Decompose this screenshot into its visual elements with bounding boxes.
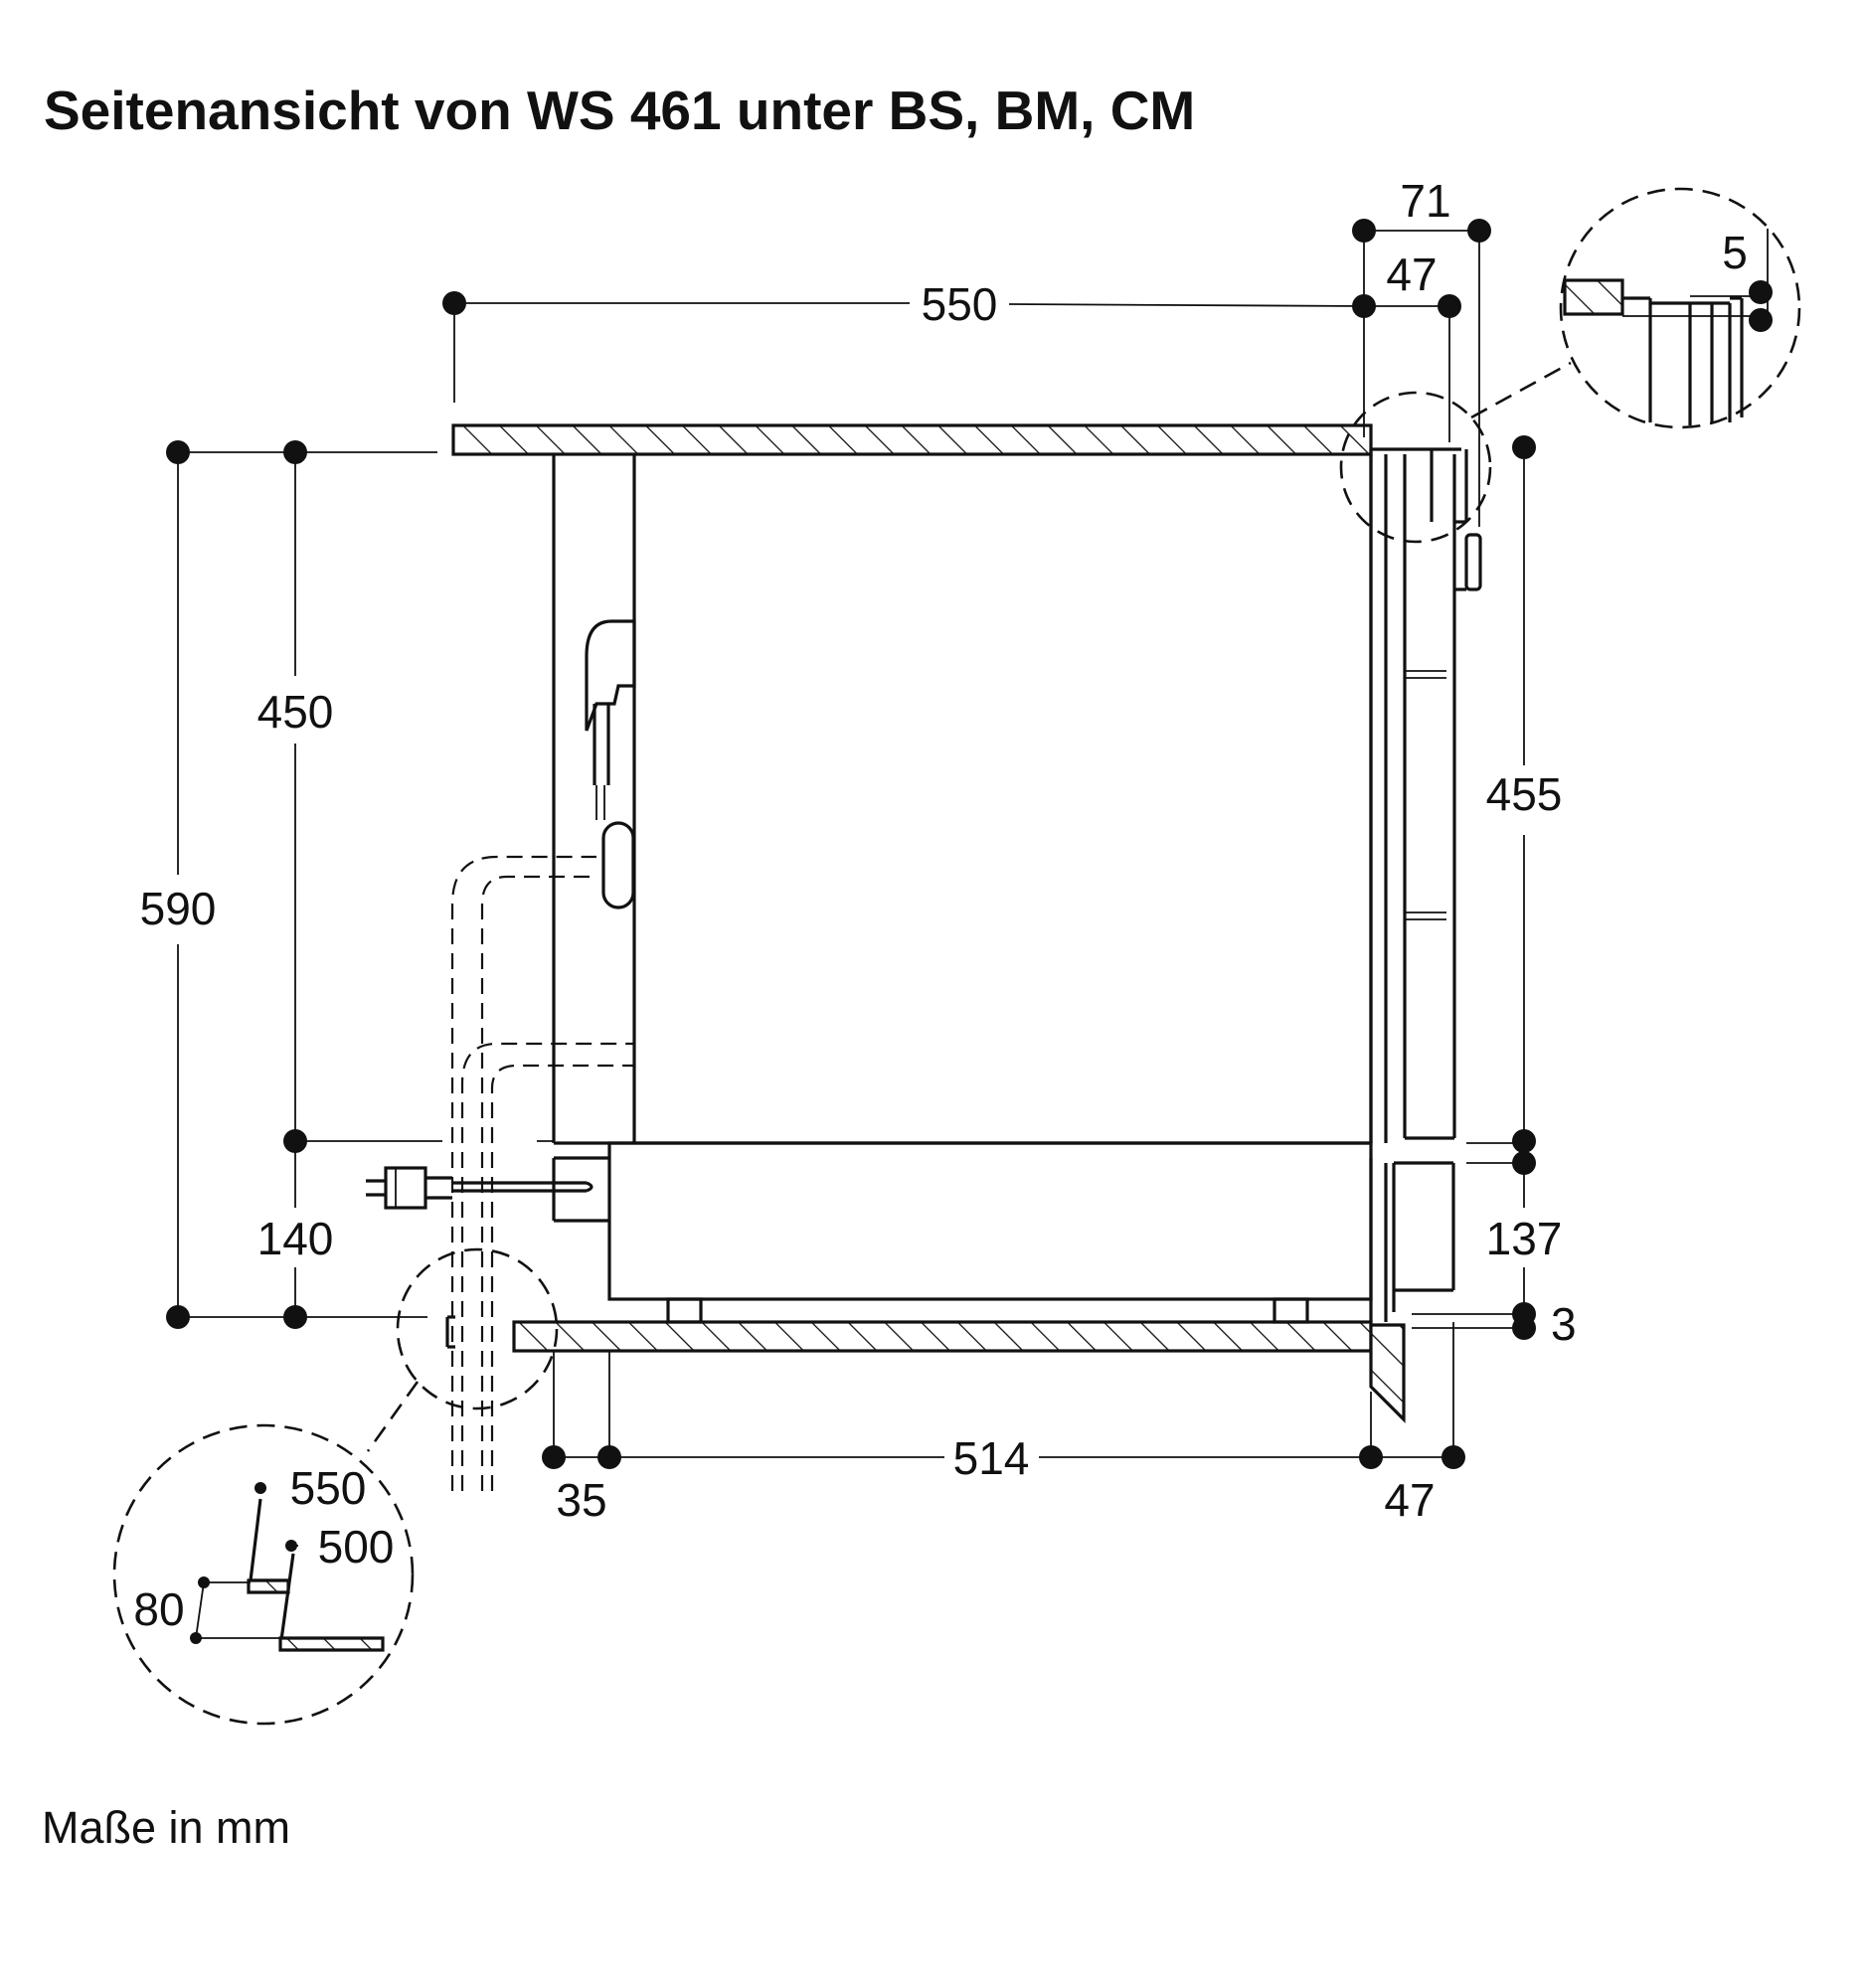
dim-gap-3 <box>1412 1313 1536 1340</box>
bottom-shelf <box>512 1320 1373 1353</box>
detail-circle-top <box>1339 391 1492 544</box>
dim-label-140: 140 <box>257 1213 334 1264</box>
dim-label-35: 35 <box>556 1474 606 1526</box>
warming-drawer <box>552 1141 1455 1423</box>
dim-front-47-top <box>1364 294 1461 442</box>
dim-label-5: 5 <box>1722 227 1748 278</box>
oven-front-panel <box>1369 447 1482 1143</box>
bottom-shelf-edge <box>445 1315 455 1349</box>
dim-height-450 <box>283 440 554 1153</box>
top-shelf <box>451 423 1373 456</box>
dim-label-47-bottom: 47 <box>1384 1474 1435 1526</box>
dim-label-detail-500: 500 <box>318 1521 395 1573</box>
dim-label-71: 71 <box>1400 175 1450 227</box>
dim-height-455 <box>1466 435 1536 1153</box>
detail-leader-bottom <box>366 1381 420 1452</box>
dim-height-590 <box>166 440 437 1329</box>
dim-label-514: 514 <box>953 1432 1030 1484</box>
detail-view-bottom-left <box>112 1423 415 1726</box>
detail-view-top-right <box>1559 187 1801 429</box>
dim-label-137: 137 <box>1486 1213 1563 1264</box>
dim-detail-5 <box>1749 280 1773 332</box>
dim-height-140 <box>283 1141 307 1329</box>
dim-label-47-top: 47 <box>1386 248 1437 300</box>
dim-label-455: 455 <box>1486 768 1563 820</box>
dim-label-450: 450 <box>257 686 334 738</box>
dim-bottom-514 <box>542 1322 1465 1469</box>
dim-front-71 <box>1352 219 1491 527</box>
dim-label-590: 590 <box>140 883 217 934</box>
drawing-title: Seitenansicht von WS 461 unter BS, BM, C… <box>44 80 1195 141</box>
dim-label-3: 3 <box>1551 1298 1577 1350</box>
dim-label-detail-550: 550 <box>290 1462 367 1514</box>
dim-detail-bottom-dots <box>190 1482 298 1644</box>
dim-label-550: 550 <box>922 278 998 330</box>
dim-top-width <box>442 291 1376 403</box>
oven-connector <box>585 619 636 910</box>
units-note: Maße in mm <box>42 1802 290 1853</box>
detail-leader-top <box>1470 361 1572 419</box>
vent-duct-dashed <box>450 855 634 1491</box>
power-plug <box>366 1166 594 1210</box>
dim-label-detail-80: 80 <box>133 1583 184 1635</box>
detail-circle-bottom <box>396 1247 559 1410</box>
oven-appliance <box>552 454 1373 1145</box>
